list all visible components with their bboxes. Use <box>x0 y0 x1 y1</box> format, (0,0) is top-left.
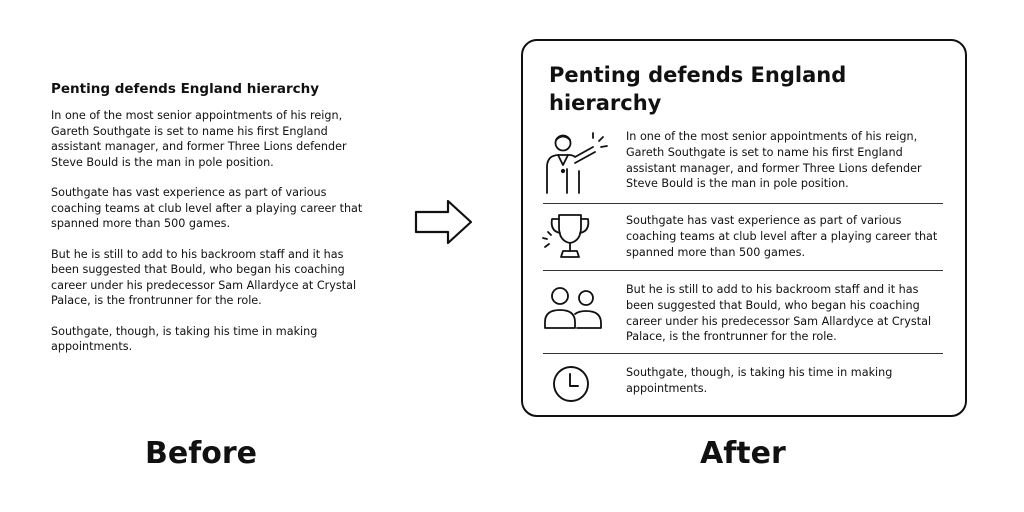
after-card: Penting defends England hierarchy In one… <box>521 39 967 417</box>
after-row-text: Southgate has vast experience as part of… <box>626 214 938 259</box>
before-paragraph: Southgate, though, is taking his time in… <box>51 324 318 354</box>
two-people-icon <box>544 287 602 329</box>
before-paragraph: But he is still to add to his backroom s… <box>51 247 357 308</box>
after-row-text: Southgate, though, is taking his time in… <box>626 366 893 395</box>
before-caption: Before <box>145 436 258 471</box>
before-paragraph: In one of the most senior appointments o… <box>51 109 347 169</box>
before-title: Penting defends England hierarchy <box>51 81 320 97</box>
after-title: Penting defends England hierarchy <box>549 63 847 115</box>
right-arrow-icon <box>414 199 473 245</box>
pointing-person-icon <box>546 132 608 194</box>
divider <box>543 270 943 271</box>
divider <box>543 353 943 354</box>
after-row-text: But he is still to add to his backroom s… <box>626 283 932 344</box>
after-row-text: In one of the most senior appointments o… <box>626 130 922 191</box>
divider <box>543 203 943 204</box>
after-caption: After <box>700 436 786 471</box>
clock-icon <box>553 366 589 402</box>
trophy-icon <box>542 214 590 258</box>
before-panel: Penting defends England hierarchy In one… <box>51 80 371 370</box>
before-paragraph: Southgate has vast experience as part of… <box>51 186 363 230</box>
